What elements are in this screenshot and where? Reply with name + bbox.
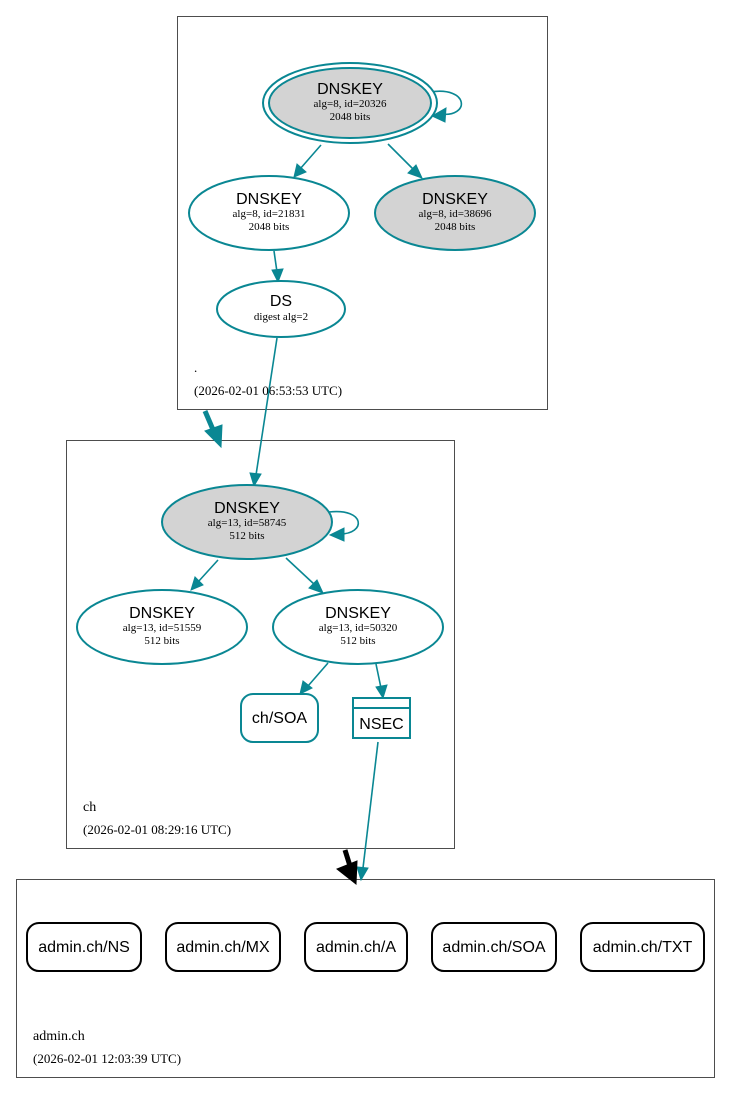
- node-ch-zsk1-line1: alg=13, id=51559: [123, 622, 202, 634]
- node-ch-zsk2-title: DNSKEY: [325, 605, 391, 622]
- arrowhead-root-zsk1-ds: [271, 268, 284, 284]
- zone-ch-timestamp: (2026-02-01 08:29:16 UTC): [83, 822, 231, 837]
- node-ch-soa-label: ch/SOA: [252, 710, 307, 727]
- node-ch-nsec: NSEC: [352, 697, 411, 739]
- zone-ch-name: ch: [83, 800, 96, 815]
- arrowhead-root-ksk-zsk2: [407, 164, 423, 179]
- admin-record-txt: admin.ch/TXT: [580, 922, 705, 972]
- admin-record-ns-label: admin.ch/NS: [38, 939, 130, 956]
- zone-root-name: .: [194, 360, 197, 375]
- node-ch-nsec-label: NSEC: [359, 716, 403, 733]
- node-ch-zsk1: DNSKEY alg=13, id=51559 512 bits: [76, 589, 248, 665]
- edge-ch-ksk-self: [328, 510, 359, 535]
- node-ch-zsk2-line2: 512 bits: [340, 635, 375, 647]
- admin-record-list: admin.ch/NS admin.ch/MX admin.ch/A admin…: [26, 922, 705, 972]
- arrowhead-root-ksk-self: [430, 107, 447, 123]
- edge-root-zsk1-ds: [273, 250, 278, 273]
- arrowhead-ch-zsk2-nsec: [375, 684, 388, 700]
- arrowhead-ch-ksk-self: [328, 527, 345, 542]
- node-ch-ksk: DNSKEY alg=13, id=58745 512 bits: [161, 484, 333, 560]
- admin-record-a: admin.ch/A: [304, 922, 408, 972]
- node-root-zsk1: DNSKEY alg=8, id=21831 2048 bits: [188, 175, 350, 251]
- node-root-zsk1-line1: alg=8, id=21831: [233, 208, 306, 220]
- node-root-ksk-line1: alg=8, id=20326: [314, 98, 387, 110]
- node-ch-ksk-line2: 512 bits: [229, 530, 264, 542]
- zone-root-timestamp: (2026-02-01 06:53:53 UTC): [194, 383, 342, 398]
- node-ch-ksk-title: DNSKEY: [214, 500, 280, 517]
- arrowhead-nsec-admin: [356, 866, 369, 882]
- arrowhead-root-ksk-zsk1: [293, 163, 307, 178]
- arrowhead-root-ds-ch-ksk: [249, 472, 262, 488]
- edge-root-ds-ch-ksk: [255, 337, 278, 476]
- node-root-ksk-title: DNSKEY: [317, 81, 383, 98]
- edge-ch-ksk-zsk1: [197, 559, 219, 583]
- edge-ch-ksk-zsk2: [285, 557, 316, 586]
- arrowhead-delegation-root-ch: [204, 424, 223, 449]
- node-ch-zsk2-line1: alg=13, id=50320: [319, 622, 398, 634]
- admin-record-soa: admin.ch/SOA: [431, 922, 557, 972]
- node-root-zsk1-line2: 2048 bits: [249, 221, 290, 233]
- arrowhead-ch-zsk2-soa: [299, 680, 313, 695]
- edge-root-ksk-zsk2: [387, 143, 415, 171]
- node-root-zsk2-line2: 2048 bits: [435, 221, 476, 233]
- node-root-zsk2-line1: alg=8, id=38696: [419, 208, 492, 220]
- node-root-ds-line1: digest alg=2: [254, 311, 308, 323]
- node-root-ds-title: DS: [270, 293, 292, 310]
- node-root-zsk2-title: DNSKEY: [422, 191, 488, 208]
- node-ch-zsk2: DNSKEY alg=13, id=50320 512 bits: [272, 589, 444, 665]
- arrowhead-delegation-ch-admin: [336, 860, 358, 885]
- edge-nsec-admin: [362, 741, 379, 869]
- edge-root-ksk-zsk1: [299, 144, 322, 170]
- node-ch-soa: ch/SOA: [240, 693, 319, 743]
- edges: [190, 90, 463, 885]
- edge-ch-zsk2-nsec: [375, 663, 382, 689]
- edge-root-ksk-self: [429, 90, 463, 116]
- node-root-ksk: DNSKEY alg=8, id=20326 2048 bits: [262, 62, 438, 144]
- edge-delegation-ch-admin: [342, 849, 353, 867]
- node-ch-ksk-line1: alg=13, id=58745: [208, 517, 287, 529]
- zone-admin-name: admin.ch: [33, 1029, 85, 1044]
- node-root-ksk-line2: 2048 bits: [330, 111, 371, 123]
- node-ch-zsk1-title: DNSKEY: [129, 605, 195, 622]
- edge-ch-zsk2-soa: [307, 662, 329, 687]
- admin-record-ns: admin.ch/NS: [26, 922, 142, 972]
- arrowhead-ch-ksk-zsk2: [308, 579, 324, 594]
- node-root-zsk2: DNSKEY alg=8, id=38696 2048 bits: [374, 175, 536, 251]
- admin-record-mx-label: admin.ch/MX: [176, 939, 270, 956]
- node-root-ds: DS digest alg=2: [216, 280, 346, 338]
- admin-record-soa-label: admin.ch/SOA: [442, 939, 545, 956]
- arrowhead-ch-ksk-zsk1: [190, 576, 204, 591]
- node-root-zsk1-title: DNSKEY: [236, 191, 302, 208]
- admin-record-a-label: admin.ch/A: [316, 939, 396, 956]
- admin-record-txt-label: admin.ch/TXT: [593, 939, 693, 956]
- zone-admin-timestamp: (2026-02-01 12:03:39 UTC): [33, 1051, 181, 1066]
- zone-admin-box: [16, 879, 715, 1078]
- zone-admin: admin.ch (2026-02-01 12:03:39 UTC): [16, 879, 715, 1078]
- node-ch-zsk1-line2: 512 bits: [144, 635, 179, 647]
- admin-record-mx: admin.ch/MX: [165, 922, 281, 972]
